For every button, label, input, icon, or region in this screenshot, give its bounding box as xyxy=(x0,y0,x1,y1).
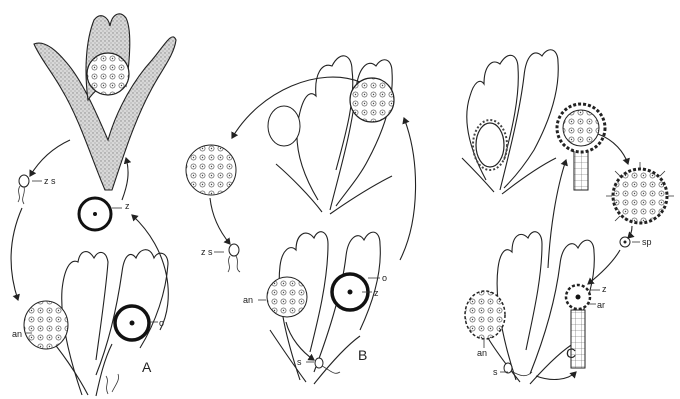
arrow-a-1 xyxy=(30,140,70,176)
arrow-b-2 xyxy=(210,198,230,244)
zoospore-b xyxy=(228,244,240,272)
zoospore-a xyxy=(18,175,29,204)
panel-letter-c: C xyxy=(566,345,576,361)
gametophyte-top-a xyxy=(34,14,176,190)
label-o-a: o xyxy=(159,318,164,328)
label-an-b: an xyxy=(243,295,253,305)
gametophyte-top-b xyxy=(268,56,394,214)
panel-c: sp z ar an s C xyxy=(462,50,674,384)
label-z-c: z xyxy=(602,284,607,294)
label-z-a: z xyxy=(125,201,130,211)
label-ar-c: ar xyxy=(597,300,605,310)
spore-c xyxy=(620,237,630,247)
gametophyte-bottom-c xyxy=(465,232,594,384)
free-sporangium-c xyxy=(606,162,674,223)
free-sporangium-b xyxy=(186,145,236,195)
label-an-c: an xyxy=(477,348,487,358)
arrow-a-4 xyxy=(122,158,128,200)
gametophyte-top-c xyxy=(462,50,605,194)
arrow-a-2 xyxy=(11,208,22,300)
panel-letter-a: A xyxy=(142,359,152,375)
zygote-a xyxy=(79,198,111,230)
label-sp-c: sp xyxy=(642,237,652,247)
arrow-b-4 xyxy=(400,118,416,260)
label-zs-a: z s xyxy=(44,176,56,186)
label-zs-b: z s xyxy=(201,247,213,257)
label-s-b: s xyxy=(297,357,302,367)
panel-a: z s z o an A xyxy=(11,14,176,396)
arrow-c-5 xyxy=(536,372,576,379)
arrow-b-3 xyxy=(286,322,314,360)
panel-letter-b: B xyxy=(358,347,367,363)
label-o-b: o xyxy=(382,273,387,283)
label-z-b: z xyxy=(374,288,379,298)
panel-b: z s an s o z B xyxy=(186,56,416,384)
label-s-c: s xyxy=(493,367,498,377)
arrow-c-2 xyxy=(628,226,632,238)
label-an-a: an xyxy=(12,329,22,339)
